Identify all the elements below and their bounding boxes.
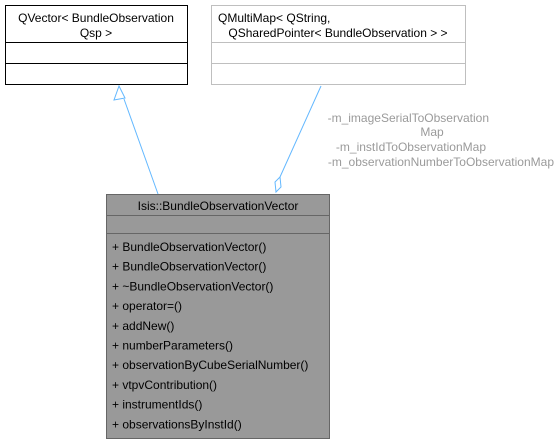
association-label-1: -m_imageSerialToObservation — [328, 111, 489, 125]
main-class-title: Isis::BundleObservationVector — [138, 199, 299, 213]
aggregation-diamond-icon — [274, 175, 282, 194]
method-item[interactable]: + observationsByInstId() — [112, 417, 242, 431]
inheritance-arrowhead-icon — [113, 84, 126, 101]
multimap-type-box[interactable]: QMultiMap< QString, QSharedPointer< Bund… — [211, 5, 466, 85]
method-item[interactable]: + ~BundleObservationVector() — [112, 279, 273, 293]
method-item[interactable]: + BundleObservationVector() — [112, 240, 266, 254]
main-class-attributes-compartment — [106, 215, 330, 234]
main-class-box[interactable]: Isis::BundleObservationVector + BundleOb… — [106, 194, 330, 439]
vector-base-methods-compartment — [5, 63, 188, 85]
vector-base-title-line-1: QVector< BundleObservation — [18, 11, 174, 25]
vector-base-title-line-2: Qsp > — [80, 26, 112, 40]
main-class-methods-compartment — [106, 233, 330, 439]
vector-base-title-compartment — [5, 5, 188, 43]
multimap-methods-compartment — [211, 63, 466, 85]
multimap-title-line-2: QSharedPointer< BundleObservation > > — [228, 26, 447, 40]
main-class-method-list: + BundleObservationVector() + BundleObser… — [112, 240, 308, 431]
inheritance-line — [123, 98, 159, 195]
association-line — [279, 85, 322, 178]
association-label-2: Map — [420, 125, 444, 139]
method-item[interactable]: + numberParameters() — [112, 339, 233, 353]
method-item[interactable]: + observationByCubeSerialNumber() — [112, 358, 308, 372]
method-item[interactable]: + operator=() — [112, 299, 182, 313]
multimap-attributes-compartment — [211, 42, 466, 64]
multimap-title-compartment — [211, 5, 466, 43]
vector-base-attributes-compartment — [5, 42, 188, 64]
method-item[interactable]: + addNew() — [112, 319, 174, 333]
association-label-4: -m_observationNumberToObservationMap — [328, 155, 554, 169]
inheritance-edge — [113, 84, 159, 195]
vector-base-class-box[interactable]: QVector< BundleObservation Qsp > — [5, 5, 188, 85]
association-label-3: -m_instIdToObservationMap — [336, 140, 486, 154]
method-item[interactable]: + vtpvContribution() — [112, 378, 217, 392]
multimap-title-line-1: QMultiMap< QString, — [218, 11, 330, 25]
method-item[interactable]: + BundleObservationVector() — [112, 260, 266, 274]
method-item[interactable]: + instrumentIds() — [112, 398, 202, 412]
association-edge — [274, 85, 322, 194]
